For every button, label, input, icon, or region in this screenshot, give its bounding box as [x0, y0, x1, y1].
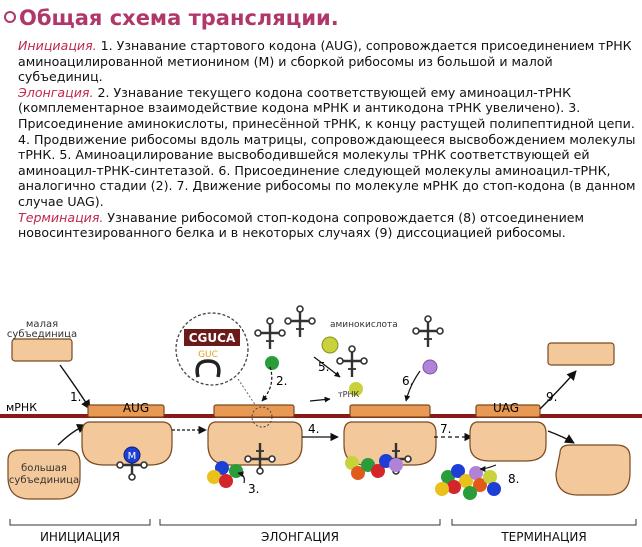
start-codon-label: AUG — [123, 401, 149, 415]
initiation-paragraph: Инициация. 1. Узнавание стартового кодон… — [18, 38, 636, 85]
elongation-text: 2. Узнавание текущего кодона соответству… — [18, 84, 636, 209]
mrna-label: мРНК — [6, 401, 37, 414]
initiation-text: 1. Узнавание стартового кодона (AUG), со… — [18, 38, 632, 85]
methionine-label: M — [128, 451, 137, 462]
small-subunit-label-2: субъединица — [7, 329, 77, 340]
translation-diagram: мРНК малая субъединица 1. большая субъед… — [0, 305, 642, 544]
zoom-anticodon: GUC — [198, 350, 218, 360]
ribosome-termination: UAG — [469, 401, 547, 462]
bullet-icon — [4, 11, 16, 23]
step2-label: 2. — [276, 374, 287, 388]
stop-codon-label: UAG — [493, 401, 519, 415]
small-subunit-label-1: малая — [26, 319, 58, 330]
step6-label: 6. — [402, 374, 413, 388]
step8-label: 8. — [508, 472, 519, 486]
initiation-label: Инициация. — [18, 38, 97, 53]
large-subunit-label-2: субъединица — [9, 475, 79, 486]
step7-label: 7. — [440, 422, 451, 436]
elongation-label: Элонгация. — [18, 84, 94, 100]
dissociated-small-subunit — [547, 342, 615, 366]
termination-text: Узнавание рибосомой стоп-кодона сопровож… — [18, 209, 585, 241]
elongation-paragraph: Элонгация. 2. Узнавание текущего кодона … — [18, 85, 636, 210]
large-subunit-label-1: большая — [21, 463, 67, 474]
free-small-subunit: малая субъединица — [7, 319, 77, 362]
step3-label: 3. — [248, 482, 259, 496]
free-large-subunit: большая субъединица — [7, 449, 81, 500]
stage-termination: ТЕРМИНАЦИЯ — [500, 530, 586, 544]
ribosome-elongation-1 — [207, 404, 303, 488]
amino-acid-label: аминокислота — [330, 320, 398, 330]
codon-zoom: CGUCA GUC — [175, 312, 249, 386]
dissociated-large-subunit — [555, 444, 631, 496]
termination-label: Терминация. — [18, 209, 104, 225]
step4-label: 4. — [308, 422, 319, 436]
description-text: Инициация. 1. Узнавание стартового кодон… — [18, 38, 636, 241]
released-protein — [435, 464, 501, 500]
trna-label: тРНК — [338, 390, 360, 399]
step9-label: 9. — [546, 390, 557, 404]
stage-brackets — [9, 519, 637, 526]
slide-title: Общая схема трансляции. — [4, 6, 339, 30]
step5-label: 5. — [318, 360, 329, 374]
stage-elongation: ЭЛОНГАЦИЯ — [261, 530, 339, 544]
zoom-codon: CGUCA — [189, 331, 236, 345]
ribosome-initiation: AUG M — [81, 401, 173, 482]
title-text: Общая схема трансляции. — [19, 6, 339, 30]
stage-initiation: ИНИЦИАЦИЯ — [40, 530, 120, 544]
step1-label: 1. — [70, 390, 81, 404]
termination-paragraph: Терминация. Узнавание рибосомой стоп-код… — [18, 210, 636, 241]
ribosome-elongation-2 — [343, 404, 437, 480]
